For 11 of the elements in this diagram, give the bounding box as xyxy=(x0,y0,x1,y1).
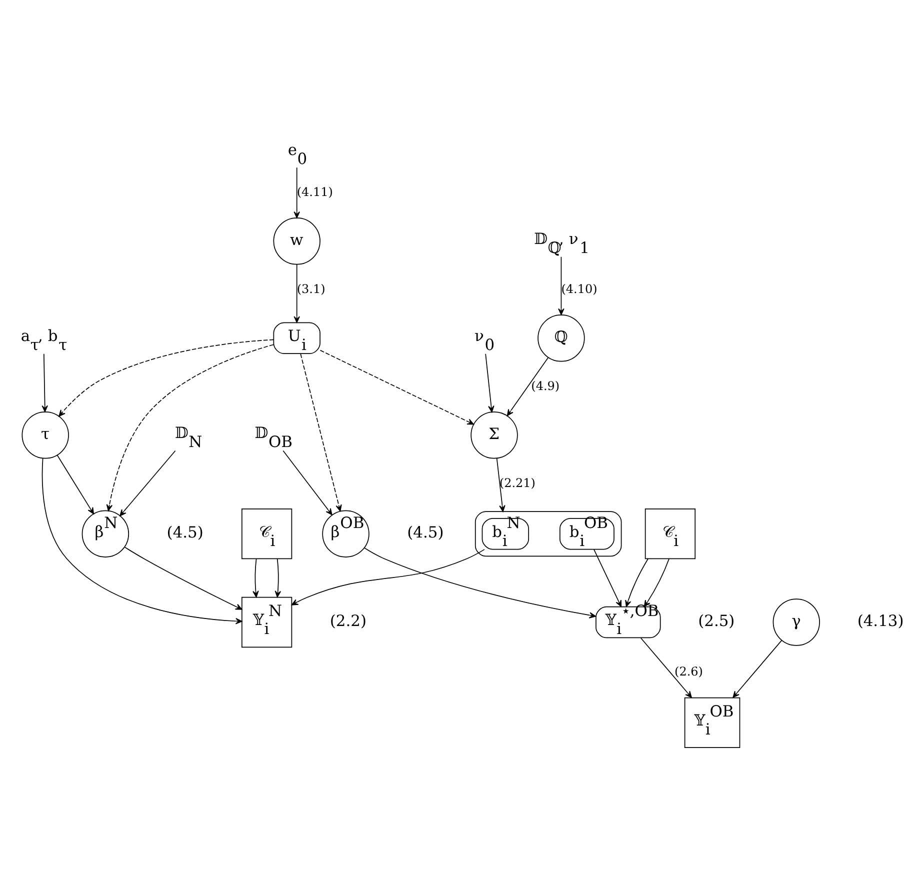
edge-label: (4.10) xyxy=(561,282,598,296)
edge-label: (4.9) xyxy=(531,378,560,393)
node-label: (4.5) xyxy=(166,524,204,542)
node-label: (4.13) xyxy=(857,612,904,630)
node-label: (2.5) xyxy=(698,612,735,630)
edge-label: (4.11) xyxy=(296,184,333,199)
node-label: (4.5) xyxy=(407,524,444,542)
edge-label: (2.6) xyxy=(674,664,703,679)
edge-label: (2.21) xyxy=(499,476,536,490)
edge-label: (3.1) xyxy=(296,282,326,296)
node-label: (2.2) xyxy=(330,612,366,630)
